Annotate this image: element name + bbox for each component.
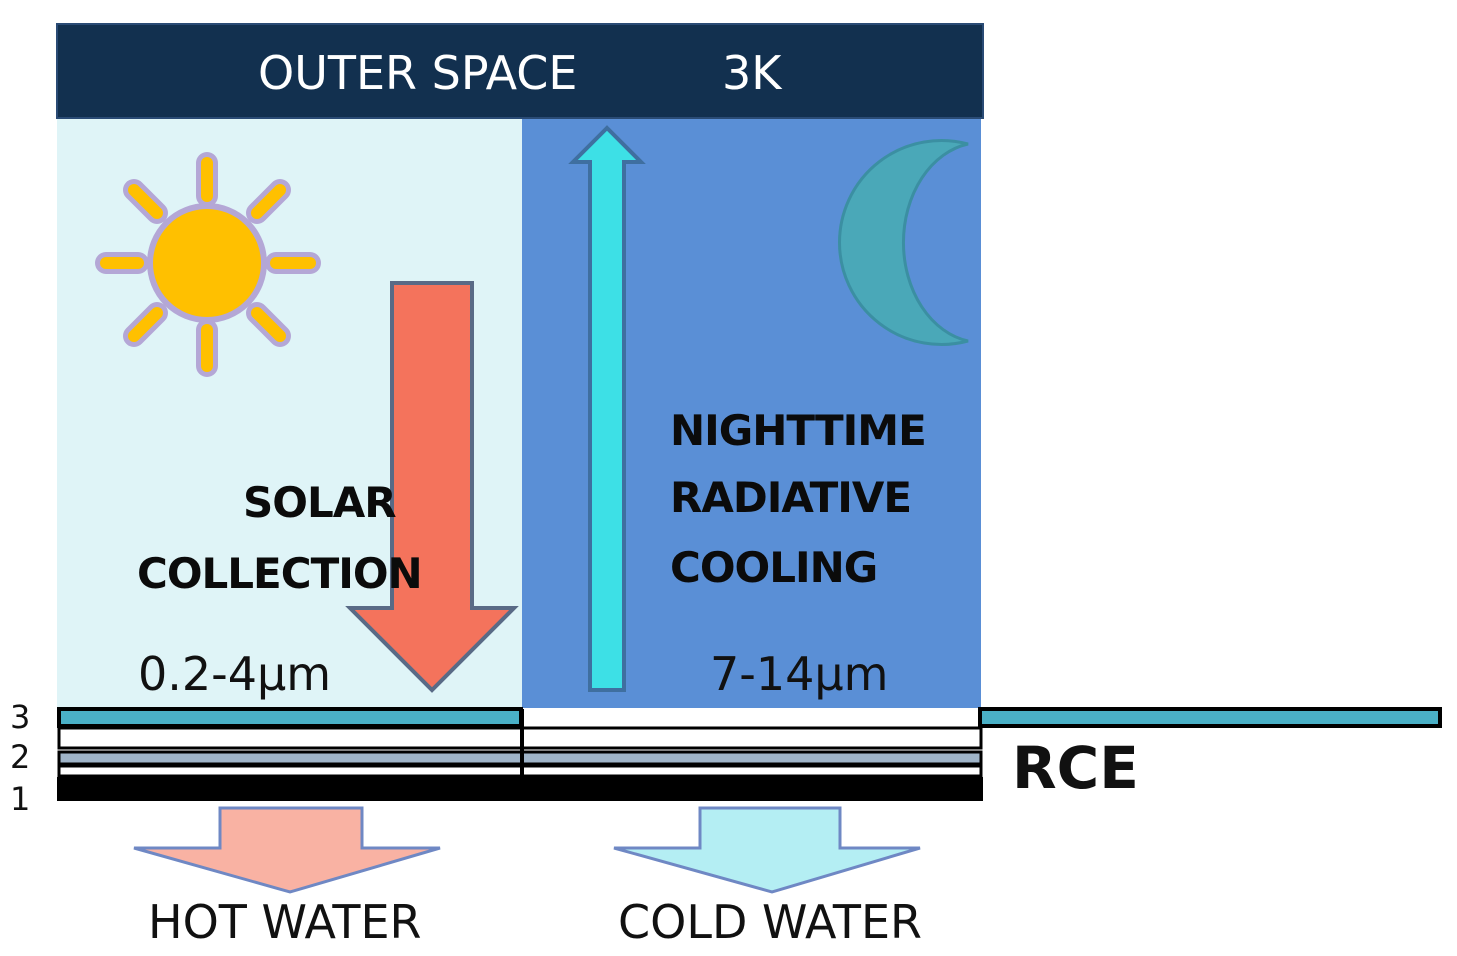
layer-number-1: 1 — [10, 780, 30, 818]
layer-number-2: 2 — [10, 738, 30, 776]
radiative-cooling-label-line3: COOLING — [670, 543, 877, 592]
radiative-cooling-arrow — [568, 125, 646, 692]
cold-water-arrow — [613, 806, 921, 894]
radiative-cooling-label-line1: NIGHTTIME — [670, 406, 926, 455]
sun-icon — [95, 152, 321, 377]
solar-collection-label-line2: COLLECTION — [137, 549, 422, 598]
cooling-wavelength-label: 7-14µm — [710, 647, 888, 701]
layer3-left — [57, 707, 523, 728]
solar-collection-label-line1: SOLAR — [243, 478, 396, 527]
solar-collection-arrow — [345, 281, 519, 693]
layer-number-3: 3 — [10, 698, 30, 736]
cold-water-label: COLD WATER — [618, 895, 922, 949]
radiative-cooling-label-line2: RADIATIVE — [670, 473, 911, 522]
layer1-absorber — [57, 777, 983, 801]
moon-icon — [838, 139, 969, 346]
outer-space-banner — [56, 23, 984, 119]
rce-label: RCE — [1012, 734, 1139, 802]
outer-space-label: OUTER SPACE — [258, 46, 577, 100]
temperature-label: 3K — [722, 46, 783, 100]
hot-water-arrow — [133, 806, 441, 894]
rce-layer-stack — [57, 707, 1442, 801]
hot-water-label: HOT WATER — [148, 895, 422, 949]
solar-wavelength-label: 0.2-4µm — [138, 647, 331, 701]
layer3-right — [978, 707, 1442, 728]
